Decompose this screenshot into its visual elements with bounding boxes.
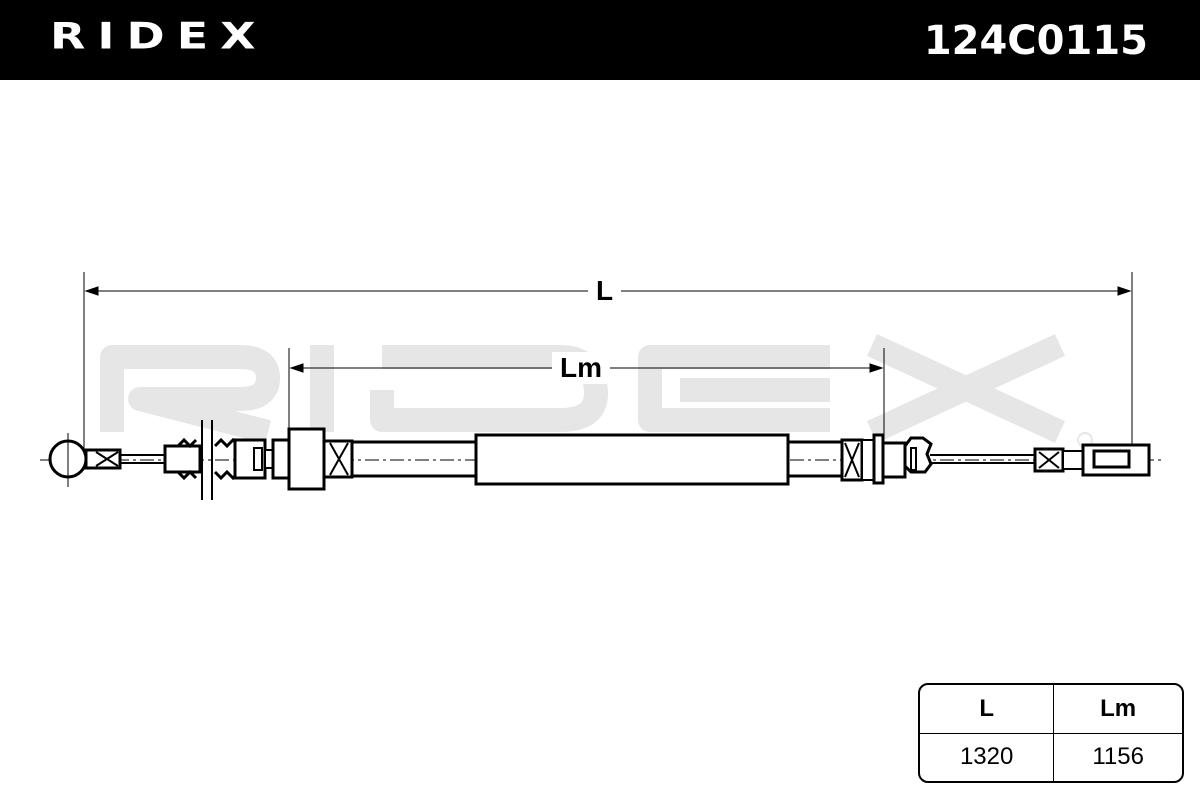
brand-logo: RIDEX <box>50 14 268 58</box>
spec-header-lm: Lm <box>1054 685 1182 734</box>
spec-header-row: L Lm <box>920 685 1182 734</box>
dimension-label-l: L <box>588 275 622 307</box>
spec-header-l: L <box>920 685 1055 734</box>
dimension-label-lm: Lm <box>552 352 610 384</box>
part-number: 124C0115 <box>923 18 1148 64</box>
spec-table: L Lm 1320 1156 <box>918 683 1184 783</box>
spec-value-l: 1320 <box>920 733 1055 781</box>
header-bar: RIDEX 124C0115 <box>0 0 1200 80</box>
spec-value-row: 1320 1156 <box>920 733 1182 781</box>
spec-value-lm: 1156 <box>1092 743 1144 771</box>
